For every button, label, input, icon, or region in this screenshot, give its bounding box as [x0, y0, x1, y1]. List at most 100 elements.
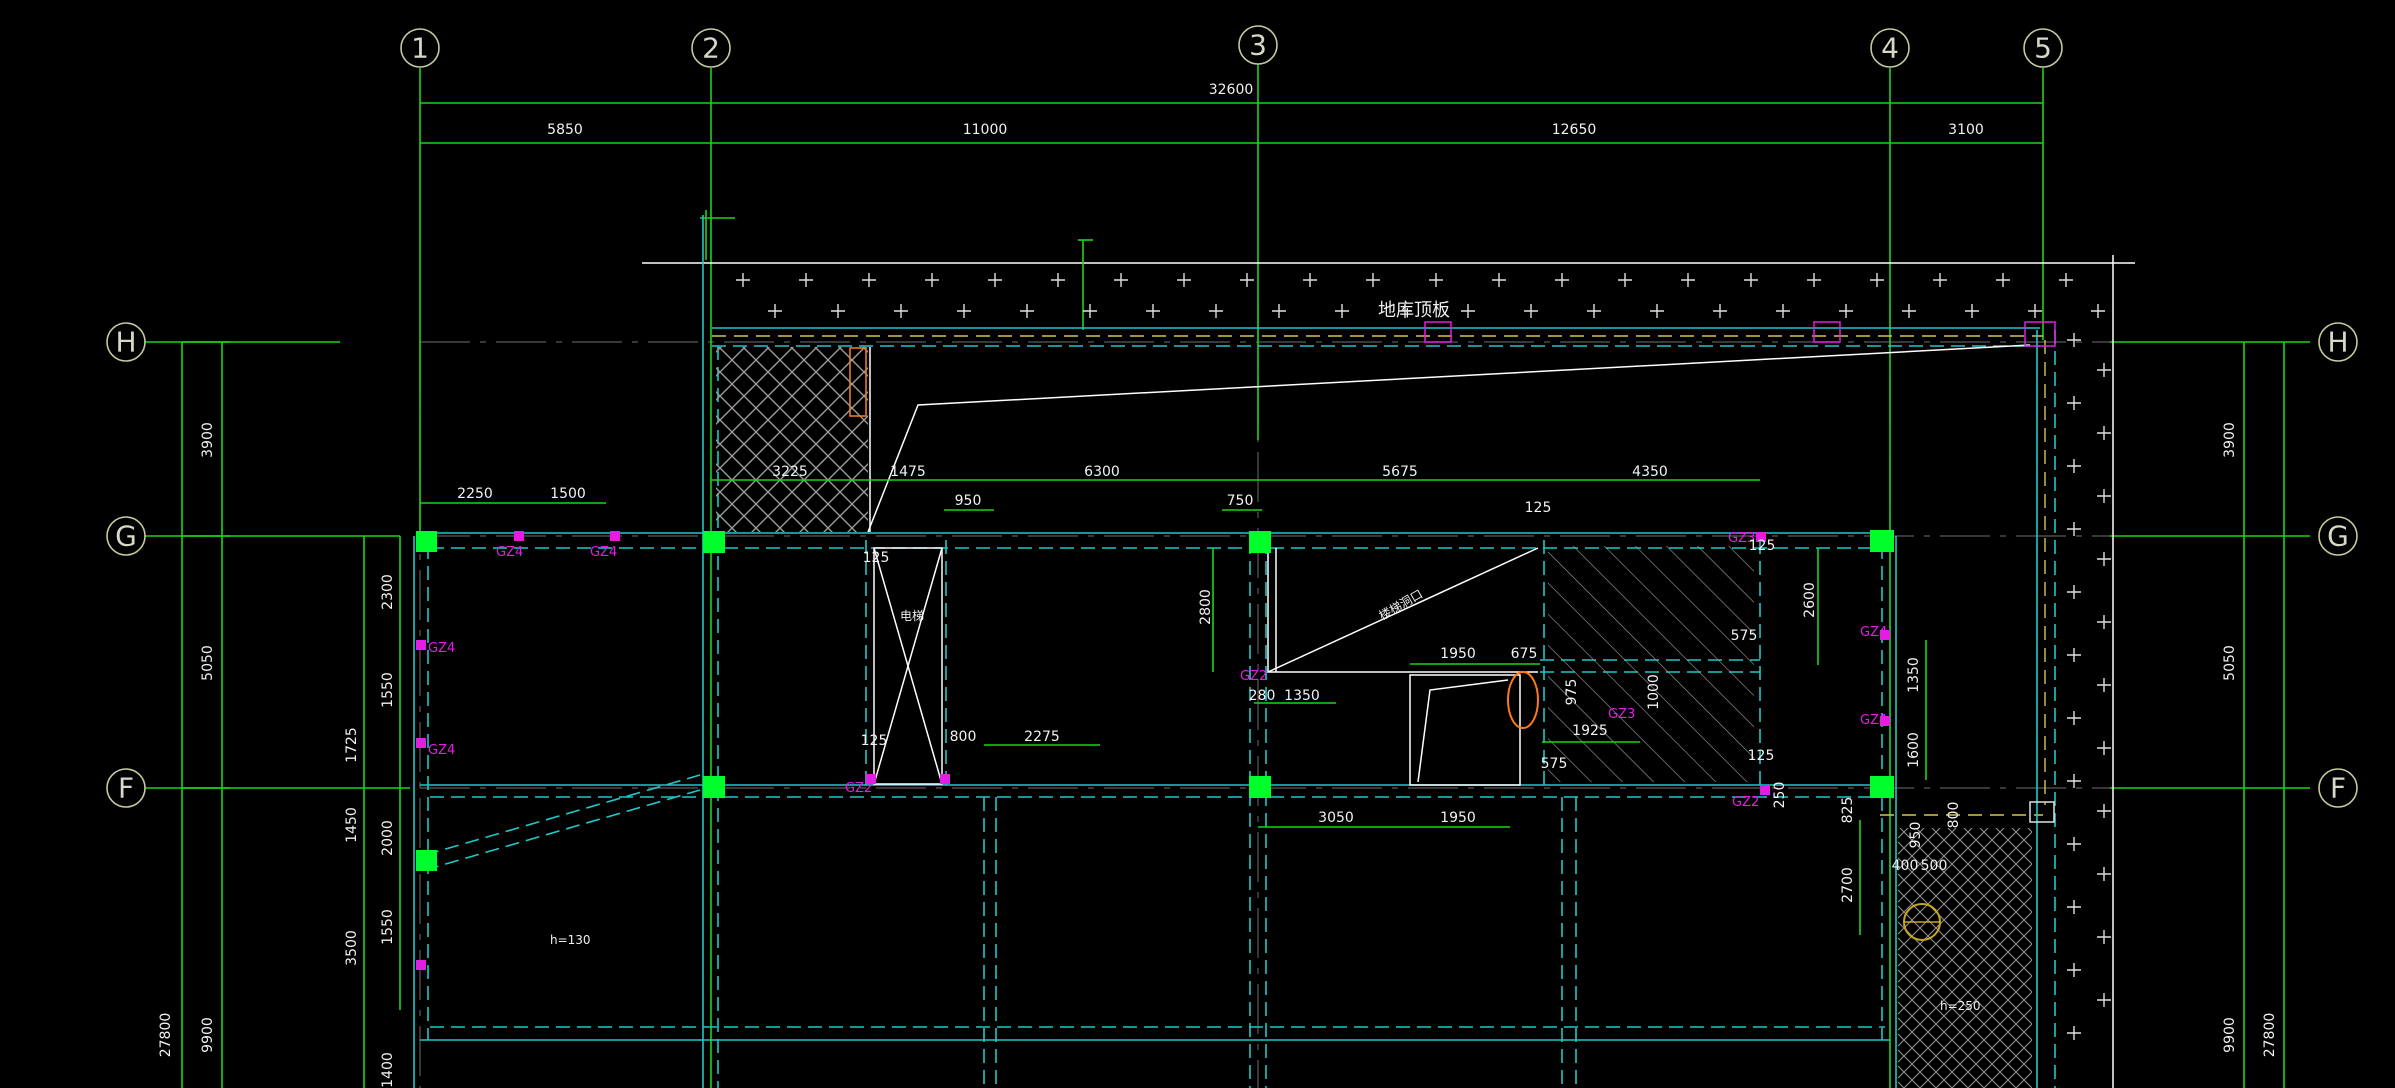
dim-i-18: 800 [950, 729, 977, 745]
axis-label-G-right: G [2327, 520, 2349, 553]
left-dimensions: 27800 3900 5050 9900 2300 1550 1725 1450… [158, 341, 401, 1088]
dim-right-3: 9900 [2222, 1017, 2238, 1053]
plus-mark [1681, 273, 1695, 287]
dim-i-21: 1950 [1440, 810, 1476, 826]
axis-label-3: 3 [1249, 29, 1267, 62]
dim-i-11: 975 [1564, 679, 1580, 706]
column [1249, 531, 1271, 553]
dim-i-31: 125 [1749, 538, 1776, 554]
plus-mark [1524, 304, 1538, 318]
plus-mark [2097, 363, 2111, 377]
dim-right-outer: 27800 [2262, 1013, 2278, 1058]
plus-mark [1933, 273, 1947, 287]
dim-g-l2: 1500 [550, 486, 586, 502]
tag-gz4-3: GZ4 [428, 641, 455, 656]
dim-i-29: 125 [863, 550, 890, 566]
plus-mark [2067, 522, 2081, 536]
plus-mark [768, 304, 782, 318]
dim-left-1: 3900 [200, 422, 216, 458]
orange-marks [849, 347, 1539, 729]
plus-mark [2097, 426, 2111, 440]
dim-left-d8: 1400 [380, 1052, 396, 1088]
column [416, 531, 437, 552]
axis-label-1: 1 [411, 32, 429, 65]
plus-mark [2097, 678, 2111, 692]
g-row-dimensions: 2250 1500 3225 1475 6300 5675 4350 [420, 464, 1760, 504]
dim-right-2: 5050 [2222, 645, 2238, 681]
tag-gz4-2: GZ4 [590, 545, 617, 560]
magenta-box [1424, 321, 1452, 343]
elevator-shaft [873, 547, 943, 785]
plus-mark [1744, 273, 1758, 287]
axis-bubble-F-right [2318, 768, 2358, 808]
dim-left-d7: 3500 [344, 930, 360, 966]
slab-left-label: h=130 [550, 933, 591, 947]
plus-mark [2091, 304, 2105, 318]
hatch-stair-left [716, 347, 868, 532]
dim-i-20: 3050 [1318, 810, 1354, 826]
plus-mark [2097, 867, 2111, 881]
small-room [1409, 674, 1521, 786]
tag-gz4-5: GZ4 [1860, 625, 1887, 640]
column [1870, 530, 1894, 552]
dim-i-9: 1350 [1284, 688, 1320, 704]
dim-g-m3: 6300 [1084, 464, 1120, 480]
dim-i-8: 280 [1249, 688, 1276, 704]
tag-gz3-2: GZ3 [1608, 707, 1635, 722]
axis-bubble-H-right [2318, 322, 2358, 362]
constructional-column-tags: GZ4 GZ4 GZ4 GZ4 GZ4 GZ4 GZ2 GZ2 GZ3 GZ3 … [416, 531, 1890, 970]
plus-mark [2059, 273, 2073, 287]
plus-mark [925, 273, 939, 287]
plus-mark [2097, 804, 2111, 818]
plus-marks [736, 273, 2111, 1040]
plus-mark [2097, 615, 2111, 629]
axis-bubble-F-left [106, 768, 146, 808]
slab-right-label: h=250 [1940, 999, 1981, 1013]
dim-i-26: 950 [1908, 822, 1924, 849]
plus-mark [1996, 273, 2010, 287]
dim-top-3: 12650 [1552, 122, 1597, 138]
white-outlines: 电梯 楼梯洞口 [867, 344, 2031, 786]
plus-mark [1051, 273, 1065, 287]
dim-left-d3: 1725 [344, 727, 360, 763]
walls [413, 215, 2056, 1088]
dim-left-d2: 1550 [380, 672, 396, 708]
plus-mark [2067, 333, 2081, 347]
dim-i-4: 2800 [1198, 589, 1214, 625]
dim-i-10: 575 [1731, 628, 1758, 644]
plus-mark [1839, 304, 1853, 318]
plus-mark [1650, 304, 1664, 318]
dim-i-5: 2600 [1802, 582, 1818, 618]
orange-revision-cloud [1507, 671, 1539, 729]
plus-mark [2067, 648, 2081, 662]
dim-i-27: 800 [1946, 802, 1962, 829]
basement-roof-band: 地库顶板 [642, 210, 2135, 1088]
plus-mark [2067, 396, 2081, 410]
dim-i-16: 1350 [1906, 657, 1922, 693]
columns [416, 530, 1894, 871]
plus-mark [1240, 273, 1254, 287]
tag-gz2-1: GZ2 [845, 781, 872, 796]
hatch-shaft-right [1548, 546, 1754, 782]
axis-bubble-3 [1238, 25, 1278, 65]
plus-mark [1776, 304, 1790, 318]
dim-i-6: 1950 [1440, 646, 1476, 662]
plus-mark [1492, 273, 1506, 287]
dim-i-15: 575 [1541, 756, 1568, 772]
dim-left-3: 9900 [200, 1017, 216, 1053]
plus-mark [2067, 963, 2081, 977]
dim-i-24: 400 [1892, 858, 1919, 874]
plus-mark [1902, 304, 1916, 318]
dim-i-17: 1600 [1906, 732, 1922, 768]
axis-label-5: 5 [2034, 32, 2052, 65]
column [703, 776, 725, 798]
plus-mark [2067, 1026, 2081, 1040]
plus-mark [2067, 837, 2081, 851]
dim-g-m2: 1475 [890, 464, 926, 480]
dim-right-1: 3900 [2222, 422, 2238, 458]
tag-gz3-1: GZ3 [1728, 531, 1755, 546]
plus-mark [1366, 273, 1380, 287]
top-dimensions: 32600 5850 11000 12650 3100 [420, 82, 2043, 144]
row-axis-bubbles: H H G G F F [106, 322, 2358, 808]
plus-mark [862, 273, 876, 287]
